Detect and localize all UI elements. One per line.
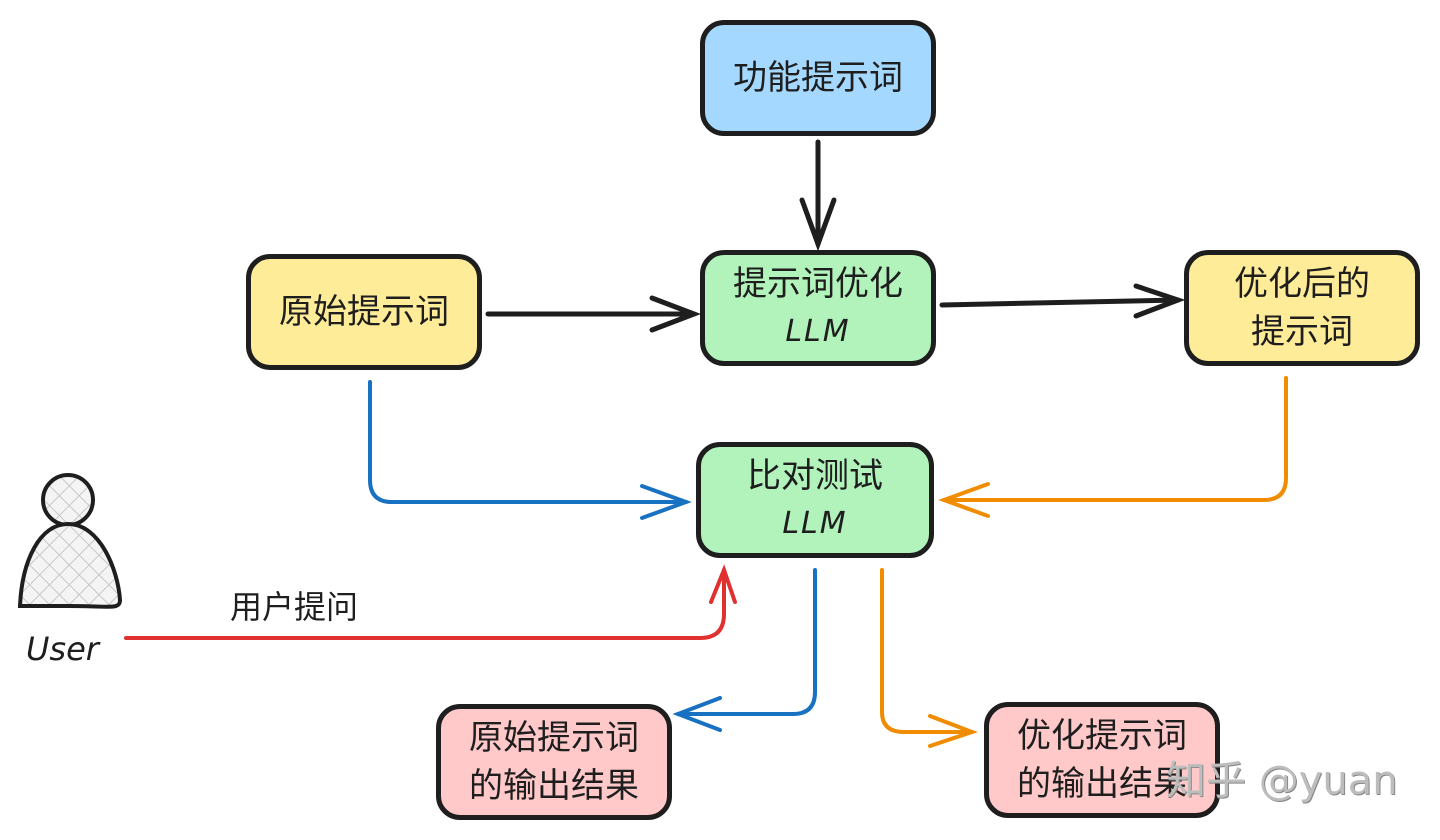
original-output-node: 原始提示词 的输出结果: [436, 704, 672, 820]
arrow-optimized-to-compare: [938, 376, 1288, 518]
arrow-compare-to-original-output: [672, 568, 817, 732]
compare-llm-subtitle: LLM: [782, 506, 848, 541]
original-prompt-title: 原始提示词: [279, 292, 449, 332]
arrow-function-to-optimizer: [799, 139, 837, 252]
user-icon: [17, 473, 123, 609]
arrow-user-to-compare: [124, 564, 737, 640]
user-label: User: [26, 630, 99, 668]
optimized-prompt-title: 优化后的: [1234, 264, 1370, 304]
watermark: 知乎 @yuan: [1166, 758, 1398, 804]
arrow-original-to-compare: [368, 380, 692, 520]
optimizer-llm-node: 提示词优化 LLM: [700, 250, 936, 366]
arrow-compare-to-optimized-output: [880, 568, 978, 748]
optimized-output-subtitle: 的输出结果: [1017, 764, 1187, 804]
function-prompt-title: 功能提示词: [733, 58, 903, 98]
optimized-prompt-node: 优化后的 提示词: [1184, 250, 1420, 366]
optimizer-llm-title: 提示词优化: [733, 264, 903, 304]
arrow-optimizer-to-optimized: [939, 283, 1186, 319]
user-question-label: 用户提问: [230, 588, 359, 626]
optimized-prompt-subtitle: 提示词: [1251, 312, 1353, 352]
optimized-output-title: 优化提示词: [1017, 716, 1187, 756]
original-output-title: 原始提示词: [469, 718, 639, 758]
optimizer-llm-subtitle: LLM: [785, 314, 851, 349]
arrow-original-to-optimizer: [485, 295, 702, 333]
optimized-output-node: 优化提示词 的输出结果: [984, 702, 1220, 818]
function-prompt-node: 功能提示词: [700, 20, 936, 136]
original-output-subtitle: 的输出结果: [469, 766, 639, 806]
original-prompt-node: 原始提示词: [246, 254, 482, 370]
compare-llm-node: 比对测试 LLM: [696, 442, 934, 558]
compare-llm-title: 比对测试: [747, 456, 883, 496]
